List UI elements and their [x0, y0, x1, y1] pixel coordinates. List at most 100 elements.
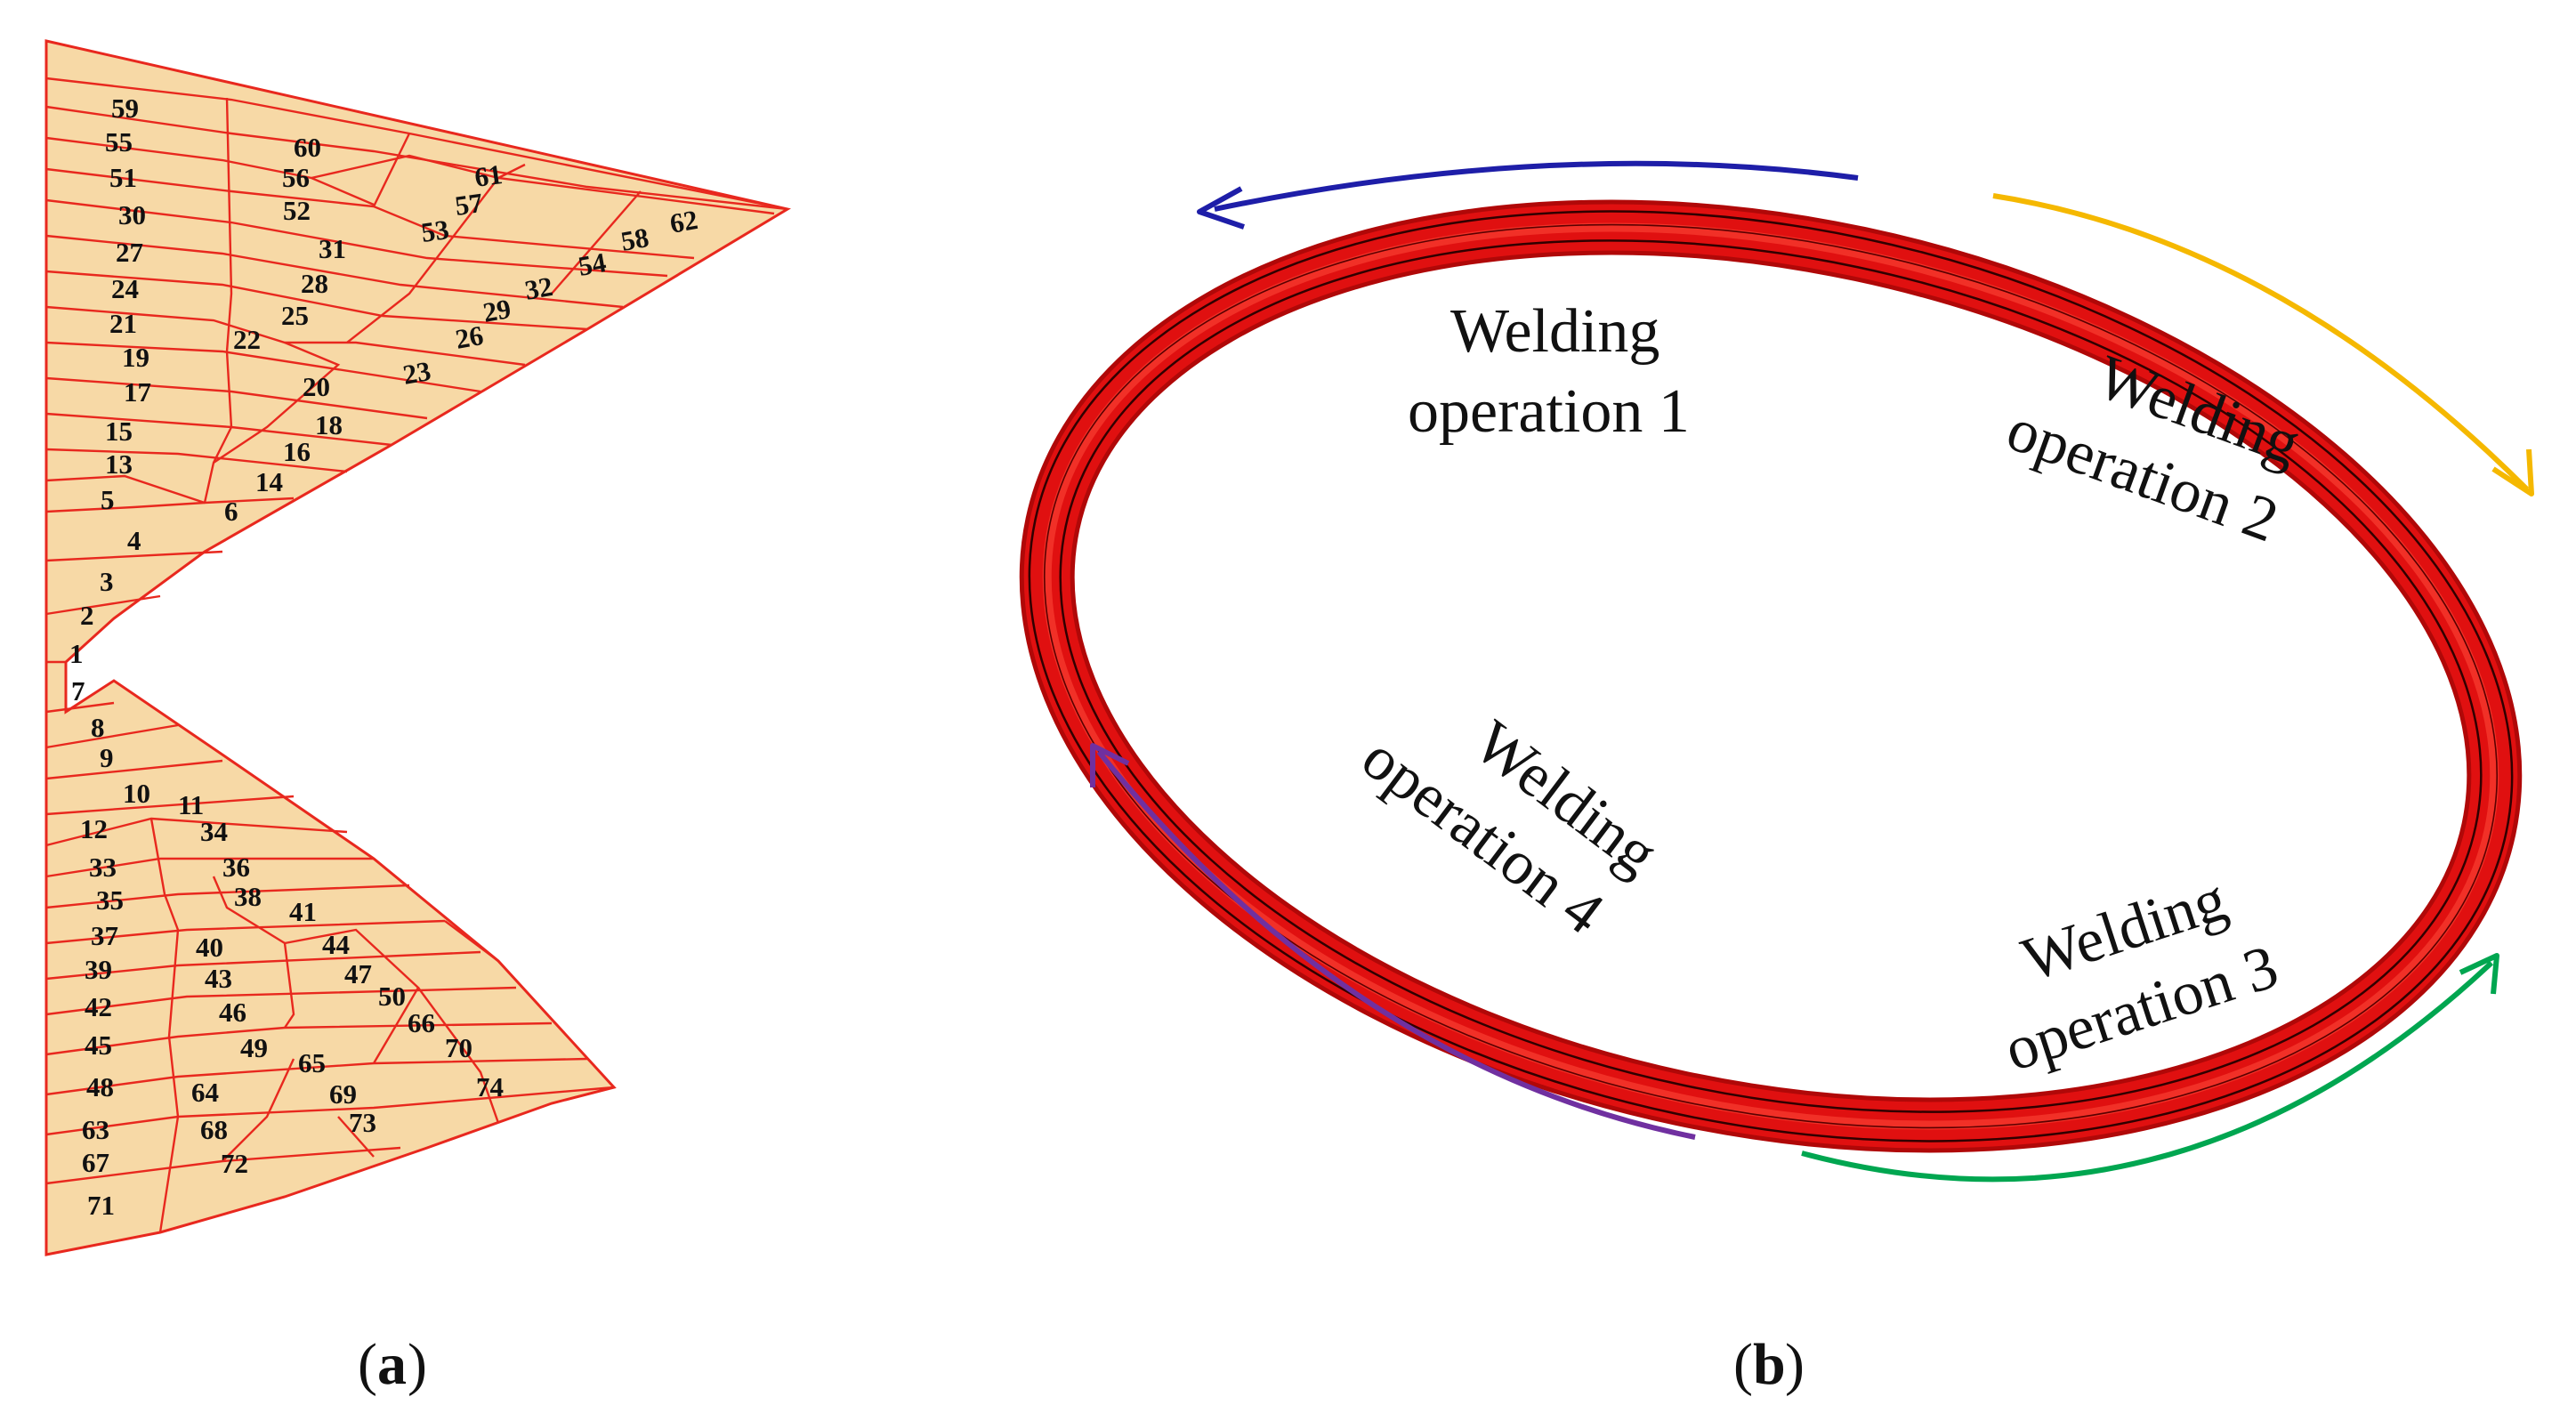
mesh-label: 14 — [255, 466, 283, 497]
mesh-label: 54 — [576, 246, 609, 282]
mesh-label: 12 — [80, 813, 108, 844]
mesh-label: 6 — [224, 496, 238, 527]
caption-open-paren: ( — [358, 1332, 377, 1397]
mesh-label: 61 — [472, 158, 505, 193]
operation-1-line2: operation 1 — [1408, 377, 1690, 446]
mesh-label: 63 — [82, 1114, 109, 1145]
mesh-label: 44 — [322, 929, 350, 960]
mesh-label: 16 — [283, 436, 311, 467]
mesh-label: 19 — [122, 342, 149, 373]
mesh-label: 46 — [219, 997, 246, 1028]
mesh-label: 36 — [222, 852, 250, 883]
mesh-label: 30 — [118, 199, 146, 230]
mesh-label: 2 — [80, 600, 94, 631]
mesh-label: 43 — [205, 963, 232, 994]
mesh-lines — [45, 77, 788, 1233]
caption-a: ( a ) — [358, 1332, 427, 1397]
mesh-panel: 59 55 51 30 27 24 21 19 17 15 13 5 4 3 2… — [44, 39, 791, 1397]
mesh-label: 49 — [240, 1032, 268, 1063]
mesh-label: 39 — [85, 954, 112, 985]
mesh-label: 40 — [196, 932, 223, 963]
mesh-label: 13 — [105, 448, 133, 480]
mesh-label: 23 — [400, 355, 433, 391]
mesh-label: 71 — [87, 1190, 115, 1221]
caption-a-letter: a — [377, 1332, 407, 1397]
mesh-label: 17 — [124, 376, 151, 408]
caption-b-letter: b — [1753, 1332, 1786, 1397]
caption-b-open-paren: ( — [1733, 1332, 1753, 1397]
mesh-label: 64 — [191, 1077, 219, 1108]
mesh-label: 35 — [96, 884, 124, 916]
arrow-operation-4 — [1096, 750, 1696, 1140]
mesh-label: 22 — [233, 324, 261, 355]
mesh-label: 7 — [71, 675, 85, 706]
mesh-label: 55 — [105, 126, 133, 157]
mesh-label: 20 — [303, 371, 330, 402]
mesh-label: 34 — [200, 816, 228, 847]
mesh-label: 69 — [329, 1078, 357, 1110]
mesh-label: 47 — [344, 958, 372, 989]
mesh-label: 73 — [349, 1107, 376, 1138]
mesh-label: 8 — [91, 712, 105, 743]
mesh-label: 24 — [111, 273, 139, 304]
mesh-label: 68 — [200, 1114, 228, 1145]
arrow-operation-2 — [1992, 193, 2530, 492]
mesh-label: 4 — [127, 525, 141, 556]
mesh-label: 25 — [281, 300, 309, 331]
mesh-label: 28 — [301, 268, 328, 299]
mesh-labels: 59 55 51 30 27 24 21 19 17 15 13 5 4 3 2… — [69, 93, 700, 1221]
mesh-label: 3 — [100, 566, 114, 597]
mesh-label: 65 — [298, 1047, 326, 1078]
ring — [1019, 199, 2523, 1153]
mesh-label: 1 — [69, 638, 84, 669]
mesh-label: 32 — [522, 270, 555, 306]
caption-b-close-paren: ) — [1785, 1332, 1805, 1397]
arrow-operation-3 — [1801, 960, 2494, 1183]
mesh-label: 21 — [109, 308, 137, 339]
arrow-operation-1 — [1214, 160, 1859, 212]
mesh-label: 66 — [408, 1007, 435, 1038]
mesh-label: 37 — [91, 920, 118, 951]
mesh-label: 56 — [282, 162, 310, 193]
mesh-label: 45 — [85, 1029, 112, 1061]
mesh-label: 38 — [234, 881, 262, 912]
mesh-label: 74 — [476, 1071, 504, 1102]
mesh-label: 59 — [111, 93, 139, 124]
arrow-head-operation-2 — [2491, 448, 2534, 497]
mesh-label: 53 — [419, 214, 451, 248]
mesh-label: 60 — [294, 132, 321, 163]
operation-arrows — [1090, 160, 2534, 1183]
operation-label-4: Welding operation 4 — [1350, 707, 1670, 948]
mesh-label: 15 — [105, 416, 133, 447]
mesh-label: 27 — [116, 237, 143, 268]
caption-b: ( b ) — [1733, 1332, 1805, 1397]
mesh-label: 41 — [289, 896, 317, 927]
mesh-label: 9 — [100, 742, 114, 773]
mesh-label: 62 — [667, 204, 700, 239]
mesh-label: 33 — [89, 852, 117, 883]
caption-close-paren: ) — [408, 1332, 427, 1397]
operation-label-1: Welding operation 1 — [1408, 297, 1690, 446]
mesh-label: 48 — [86, 1071, 114, 1102]
mesh-label: 52 — [283, 195, 311, 226]
mesh-label: 57 — [453, 187, 485, 222]
mesh-label: 26 — [453, 319, 486, 355]
mesh-label: 70 — [445, 1032, 472, 1063]
ring-panel: Welding operation 1 Welding operation 2 … — [1019, 160, 2534, 1397]
mesh-label: 67 — [82, 1147, 109, 1178]
mesh-label: 5 — [101, 484, 115, 515]
mesh-label: 18 — [315, 409, 343, 440]
arrow-head-operation-4 — [1090, 743, 1130, 787]
arrow-head-operation-3 — [2459, 953, 2499, 995]
mesh-label: 29 — [480, 293, 513, 328]
mesh-label: 31 — [319, 233, 346, 264]
mesh-label: 72 — [221, 1148, 248, 1179]
mesh-label: 10 — [123, 778, 150, 809]
mesh-label: 58 — [618, 222, 651, 257]
mesh-label: 51 — [109, 162, 137, 193]
operation-1-line1: Welding — [1450, 297, 1659, 366]
arrow-head-operation-1 — [1197, 186, 1245, 230]
mesh-label: 11 — [178, 789, 204, 820]
mesh-label: 50 — [378, 981, 406, 1012]
